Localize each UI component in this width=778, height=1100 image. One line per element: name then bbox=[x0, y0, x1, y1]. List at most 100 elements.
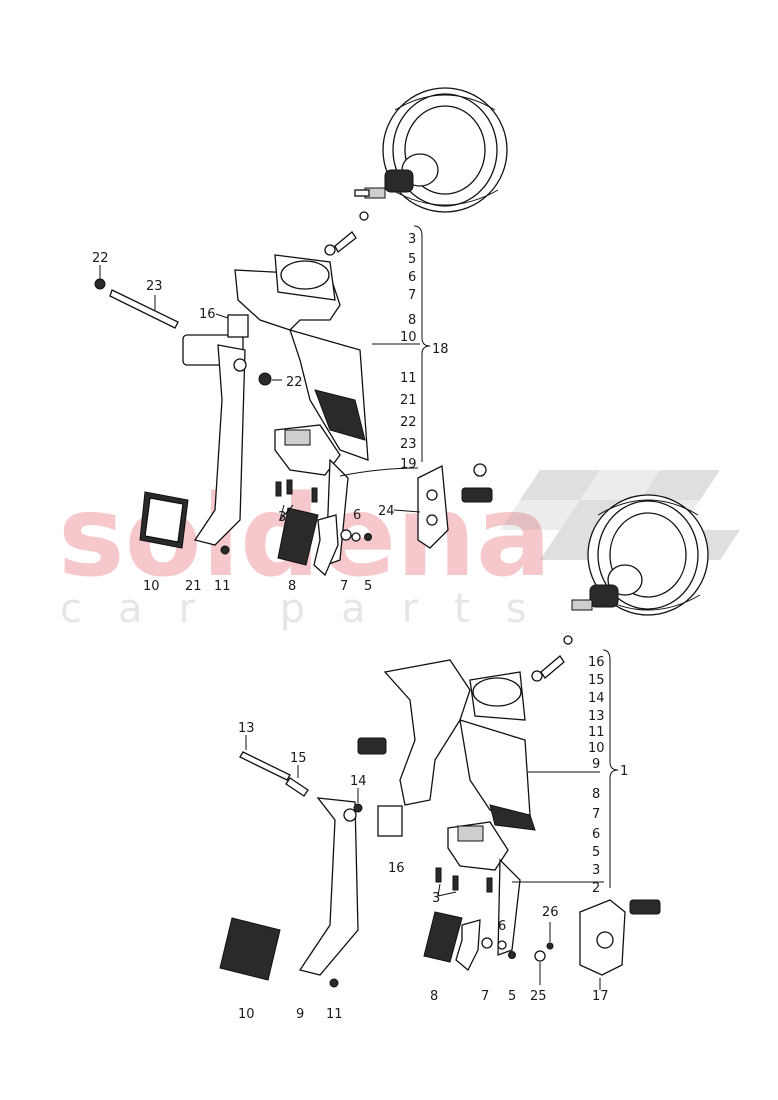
label-14: 14 bbox=[350, 774, 367, 789]
svg-text:15: 15 bbox=[588, 673, 605, 688]
ring-6-lower bbox=[497, 940, 507, 950]
label-15: 15 bbox=[290, 751, 307, 766]
svg-text:23: 23 bbox=[400, 437, 417, 452]
bracket-18-line bbox=[413, 225, 431, 462]
pad-7-upper bbox=[313, 514, 339, 577]
clevis-pin bbox=[324, 231, 357, 256]
clip-25 bbox=[534, 950, 546, 962]
svg-text:11: 11 bbox=[400, 371, 417, 386]
pedal-pad-10-lower bbox=[219, 917, 281, 981]
shaft-23-upper bbox=[109, 289, 179, 329]
ring-6-upper bbox=[351, 532, 361, 542]
label-26: 26 bbox=[542, 905, 559, 920]
label-8-upper: 8 bbox=[288, 579, 296, 594]
pad-7-lower bbox=[455, 919, 481, 972]
clip-16-upper bbox=[227, 314, 249, 338]
svg-text:8: 8 bbox=[592, 787, 600, 802]
label-7-lower: 7 bbox=[481, 989, 489, 1004]
label-6-lower: 6 bbox=[498, 919, 506, 934]
label-16-upper: 16 bbox=[199, 307, 216, 322]
svg-text:14: 14 bbox=[588, 691, 605, 706]
pedal-box-upper bbox=[234, 254, 369, 461]
screws-3-lower bbox=[435, 867, 493, 893]
svg-text:16: 16 bbox=[588, 655, 605, 670]
label-21: 21 bbox=[185, 579, 202, 594]
screws-3-upper bbox=[275, 479, 318, 503]
svg-text:2: 2 bbox=[592, 881, 600, 896]
label-7-upper: 7 bbox=[340, 579, 348, 594]
svg-text:11: 11 bbox=[588, 725, 605, 740]
svg-text:8: 8 bbox=[408, 313, 416, 328]
washer-7-lower bbox=[481, 937, 493, 949]
nut-lower bbox=[563, 635, 573, 645]
label-3-lower: 3 bbox=[432, 891, 440, 906]
pedal-pad-8-upper bbox=[277, 507, 319, 566]
clip-16-lower bbox=[377, 805, 403, 837]
label-23: 23 bbox=[146, 279, 163, 294]
label-10-upper: 10 bbox=[143, 579, 160, 594]
bracket-18-label: 18 bbox=[432, 342, 449, 357]
svg-text:5: 5 bbox=[592, 845, 600, 860]
svg-text:6: 6 bbox=[592, 827, 600, 842]
label-13: 13 bbox=[238, 721, 255, 736]
label-9: 9 bbox=[296, 1007, 304, 1022]
brake-booster-lower bbox=[571, 494, 709, 616]
pin-15 bbox=[285, 777, 309, 797]
svg-text:19: 19 bbox=[400, 457, 417, 472]
accelerator-module-upper bbox=[274, 424, 349, 566]
svg-text:7: 7 bbox=[592, 807, 600, 822]
nut bbox=[359, 211, 369, 221]
label-22b: 22 bbox=[286, 375, 303, 390]
cover-17 bbox=[579, 899, 626, 976]
label-5-upper: 5 bbox=[364, 579, 372, 594]
washer-6-upper bbox=[340, 529, 352, 541]
label-5-lower: 5 bbox=[508, 989, 516, 1004]
svg-text:10: 10 bbox=[588, 741, 605, 756]
label-24: 24 bbox=[378, 504, 395, 519]
bolt-13 bbox=[239, 751, 291, 781]
brake-booster-upper bbox=[354, 87, 508, 213]
svg-text:13: 13 bbox=[588, 709, 605, 724]
svg-text:3: 3 bbox=[408, 232, 416, 247]
label-17: 17 bbox=[592, 989, 609, 1004]
bolt-22-left-upper bbox=[94, 278, 106, 290]
brake-pedal-lower bbox=[298, 797, 359, 976]
bracket-24 bbox=[417, 464, 449, 549]
screw-26 bbox=[546, 942, 554, 950]
bracket-18-items: 3 5 6 7 8 10 11 21 22 23 19 bbox=[400, 232, 417, 472]
svg-text:3: 3 bbox=[592, 863, 600, 878]
pedal-box-lower bbox=[383, 659, 536, 831]
label-11-upper: 11 bbox=[214, 579, 231, 594]
bracket-1-label: 1 bbox=[620, 764, 628, 779]
label-25: 25 bbox=[530, 989, 547, 1004]
nut-5-lower bbox=[508, 951, 516, 959]
svg-text:7: 7 bbox=[408, 288, 416, 303]
bracket-1-line bbox=[602, 649, 619, 888]
brake-light-switch-lower bbox=[629, 899, 661, 915]
brake-light-switch-upper bbox=[461, 463, 493, 503]
svg-text:22: 22 bbox=[400, 415, 417, 430]
svg-text:21: 21 bbox=[400, 393, 417, 408]
pedal-pad-10-upper bbox=[139, 491, 189, 549]
clevis-pin-lower bbox=[531, 655, 565, 682]
svg-text:6: 6 bbox=[408, 270, 416, 285]
bolt-22-right-upper bbox=[258, 372, 272, 386]
nut-11-lower bbox=[329, 978, 339, 988]
svg-text:10: 10 bbox=[400, 330, 417, 345]
watermark-tagline: car parts bbox=[60, 586, 563, 632]
accelerator-module-lower bbox=[447, 821, 521, 956]
brake-pedal-upper bbox=[182, 334, 247, 546]
label-10-lower: 10 bbox=[238, 1007, 255, 1022]
bracket-1-items: 16 15 14 13 11 10 9 8 7 6 5 3 2 bbox=[588, 655, 605, 896]
svg-text:5: 5 bbox=[408, 252, 416, 267]
label-11-lower: 11 bbox=[326, 1007, 343, 1022]
label-16-lower: 16 bbox=[388, 861, 405, 876]
label-8-lower: 8 bbox=[430, 989, 438, 1004]
label-6-upper: 6 bbox=[353, 508, 361, 523]
label-3-upper: 3 bbox=[278, 510, 286, 525]
svg-text:9: 9 bbox=[592, 757, 600, 772]
nut-14 bbox=[353, 803, 363, 813]
pedal-pad-8-lower bbox=[423, 911, 463, 963]
nut-11-upper bbox=[220, 545, 230, 555]
